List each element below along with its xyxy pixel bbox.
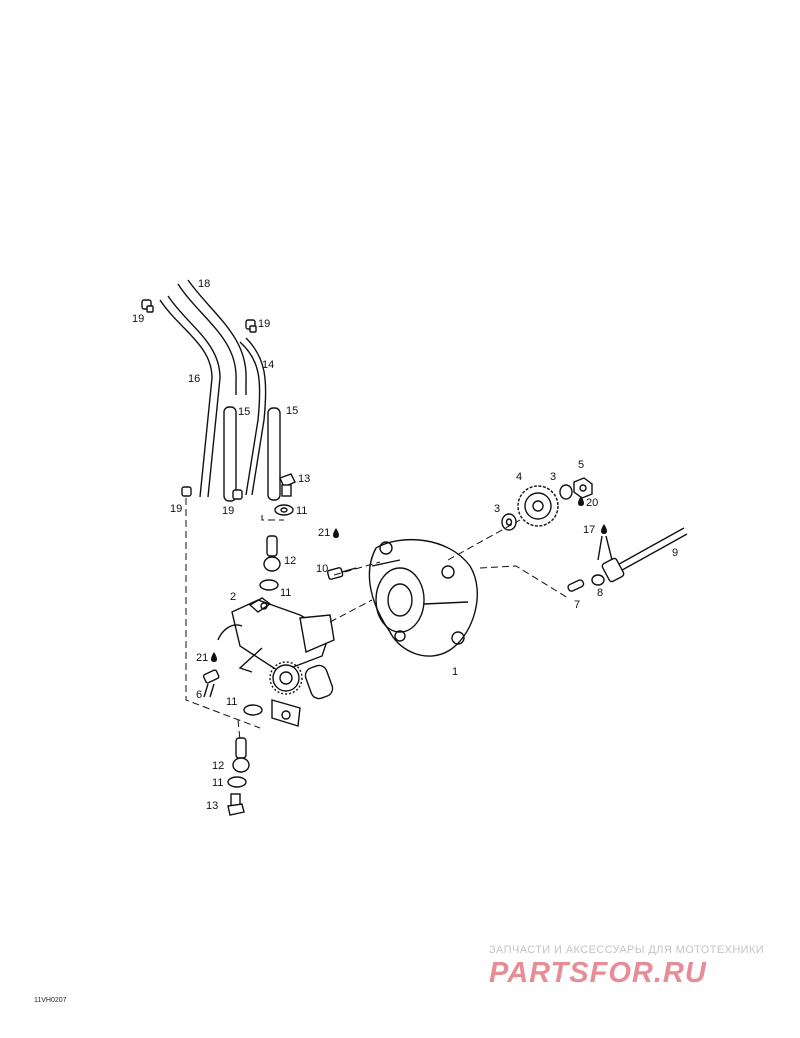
drive-shaft-9 [601,527,688,583]
callout-19-a: 19 [132,313,144,325]
sealant-drop-icon-17 [597,524,613,561]
callout-7: 7 [574,599,580,611]
clamp-19-bottom-mid [232,489,243,500]
clamp-19-top-left [141,299,154,313]
pin-7 [567,579,585,592]
callout-12-top: 12 [284,555,296,567]
callout-18: 18 [198,278,210,290]
callout-10: 10 [316,563,328,575]
callout-16: 16 [188,373,200,385]
callout-6: 6 [196,689,202,701]
washer-8 [591,574,605,586]
callout-3-b: 3 [494,503,500,515]
callout-14: 14 [262,359,274,371]
banjo-fitting-12-top [263,535,281,572]
clamp-19-top-right [245,319,257,333]
oil-line-16 [159,295,221,498]
callout-5: 5 [578,459,584,471]
pump-cover-1 [368,538,478,657]
sealant-drop-icon-21-left [211,652,217,662]
watermark-logo: PARTSFOR.RU [489,957,707,989]
pump-gear-cluster [269,661,303,695]
callout-11-b: 11 [280,587,291,599]
washer-11-second [259,579,279,591]
banjo-bolt-13-top [279,473,296,497]
callout-12-bottom: 12 [212,760,224,772]
sealant-drop-icon-20 [578,496,584,506]
washer-11-top [274,504,294,516]
callout-11-d: 11 [212,777,223,789]
callout-15-a: 15 [238,406,250,418]
oil-line-14 [239,337,267,496]
callout-17: 17 [583,524,595,536]
callout-11-c: 11 [226,696,237,708]
assembly-guide-lines [185,498,569,741]
callout-2: 2 [230,591,236,603]
drive-gear-4 [517,485,559,527]
sealant-drop-icon-21-top [333,528,339,538]
callout-15-b: 15 [286,405,298,417]
shaft-gear [601,557,625,583]
watermark-tagline: ЗАПЧАСТИ И АКСЕССУАРЫ ДЛЯ МОТОТЕХНИКИ [489,944,765,956]
sleeve-15-left [223,406,237,502]
drawing-code: 11VH0207 [34,997,67,1004]
callout-21-b: 21 [196,652,208,664]
callout-13-top: 13 [298,473,310,485]
callout-19-c: 19 [170,503,182,515]
callout-21-a: 21 [318,527,330,539]
callout-4: 4 [516,471,522,483]
callout-8: 8 [597,587,603,599]
washer-11-bottom [227,776,247,788]
banjo-bolt-13-bottom [227,793,245,816]
oil-pump-body [217,597,335,727]
washer-3-right [559,484,573,500]
sleeve-15-right [267,407,281,501]
callout-19-d: 19 [222,505,234,517]
oil-line-18 [177,279,247,395]
callout-9: 9 [672,547,678,559]
callout-13-bottom: 13 [206,800,218,812]
callout-1: 1 [452,666,458,678]
nut-5 [573,477,593,499]
callout-3-a: 3 [550,471,556,483]
callout-19-b: 19 [258,318,270,330]
washer-11-lower [243,704,263,716]
callout-11-a: 11 [296,505,307,517]
callout-20: 20 [586,497,598,509]
washer-3-left [501,513,517,531]
clamp-19-bottom-left [181,486,192,497]
banjo-fitting-12-bottom [232,737,250,773]
screw-10 [326,567,357,580]
screw-6 [202,669,220,698]
